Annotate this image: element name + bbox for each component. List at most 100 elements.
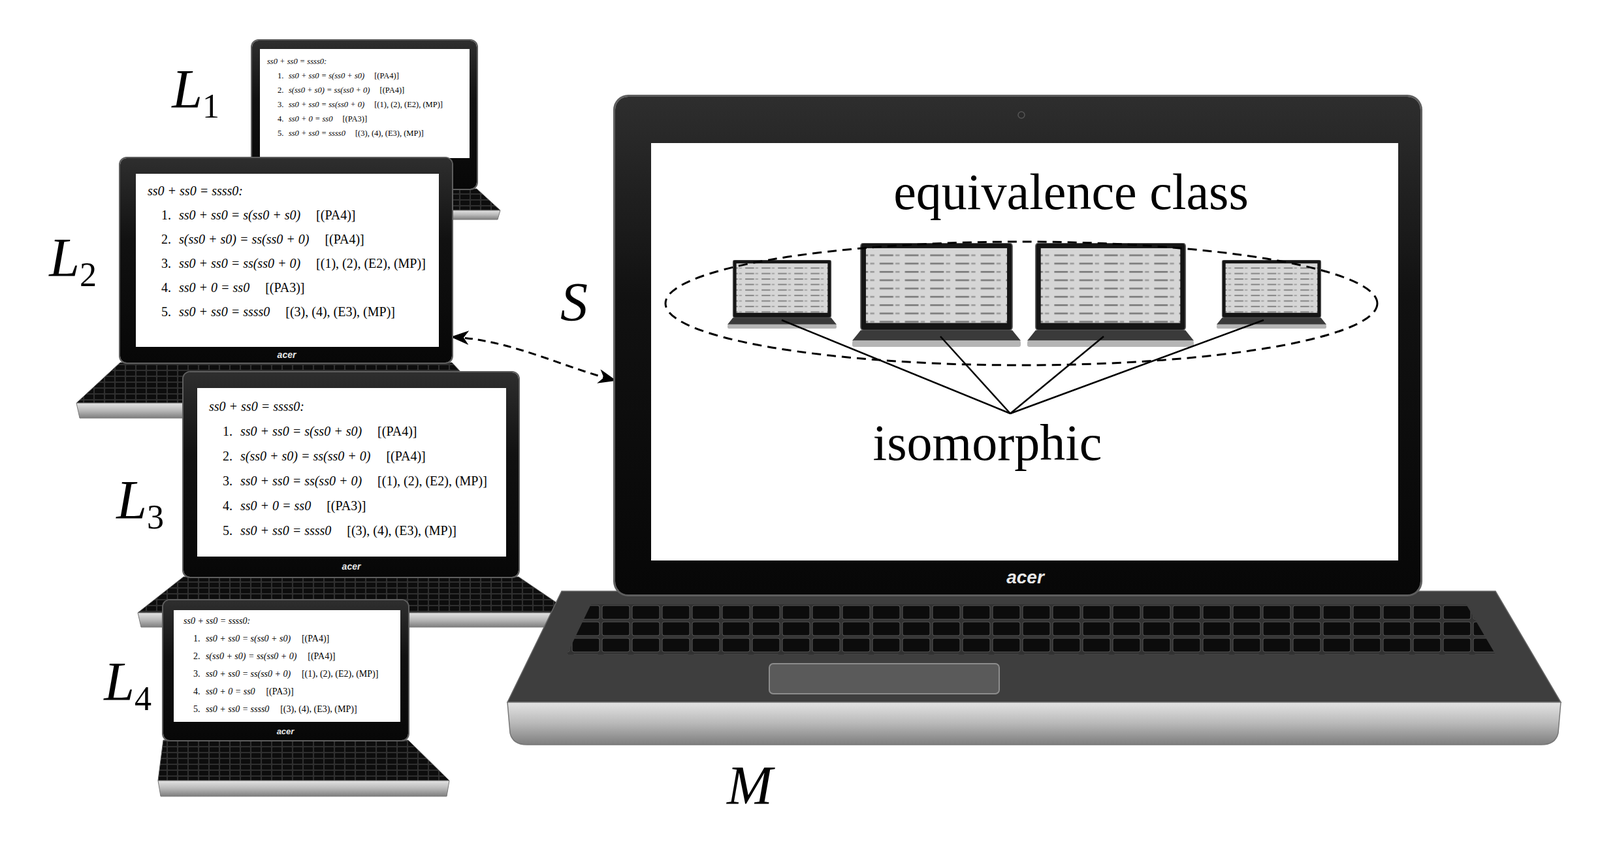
drawing-part (1010, 336, 1104, 414)
proof-step: 2.s(ss0 + s0) = ss(ss0 + 0)[(PA4)] (222, 443, 488, 469)
proof-step: 2.s(ss0 + s0) = ss(ss0 + 0)[(PA4)] (277, 82, 443, 98)
proof-formula: s(ss0 + s0) = ss(ss0 + 0) (178, 227, 309, 252)
proof-step: 3.ss0 + ss0 = ss(ss0 + 0)[(1), (2), (E2)… (161, 251, 426, 276)
justification: [(PA4)] (301, 629, 330, 648)
proof-step: 1.ss0 + ss0 = s(ss0 + s0)[(PA4)] (161, 203, 426, 228)
laptop-label: L2 (48, 230, 97, 286)
proof-goal: ss0 + ss0 = ssss0: (267, 54, 443, 69)
step-number: 3. (222, 468, 233, 494)
proof-text: ss0 + ss0 = ssss0:1. ss0 + ss0 = s(ss0 + … (267, 54, 443, 141)
step-number: 5. (193, 700, 201, 718)
justification: [(PA4)] (316, 203, 356, 228)
isomorphic-label: isomorphic (873, 417, 1103, 469)
equivalence-ellipse: equivalence class (663, 239, 1380, 368)
step-number: 5. (161, 299, 172, 324)
justification: [(PA4)] (374, 68, 400, 83)
proof-step: 5.ss0 + ss0 = ssss0 [(3), (4), (E3), (MP)… (161, 299, 426, 324)
proof-step: 3. ss0 + ss0 = ss(ss0 + 0) [(1), (2), (E2)… (222, 468, 488, 494)
step-number: 4. (193, 682, 201, 701)
step-number: 4. (277, 111, 284, 127)
drawing-part (1010, 320, 1264, 414)
proof-step: 2.s(ss0 + s0) = ss(ss0 + 0) [(PA4)] (193, 647, 379, 665)
laptop-base-m (507, 591, 1561, 745)
proof-formula: ss0 + 0 = ss0 (288, 111, 334, 127)
laptop-label: L4 (103, 654, 152, 710)
laptop-screen: ss0 + ss0 = ssss0:1.ss0 + ss0 = s(ss0 + … (163, 600, 409, 740)
step-number: 4. (222, 493, 233, 518)
ellipse-outline (663, 239, 1380, 368)
proof-formula: ss0 + ss0 = s(ss0 + s0) (288, 68, 365, 83)
mini-laptop (727, 259, 837, 329)
proof-formula: ss0 + ss0 = ss(ss0 + 0) (288, 97, 365, 112)
proof-step: 5. ss0 + ss0 = ssss0 [(3), (4), (E3), (MP)… (277, 126, 443, 141)
justification: [(PA3)] (265, 682, 294, 701)
proof-formula: ss0 + 0 = ss0 (240, 493, 311, 518)
proof-step: 5.ss0 + ss0 = ssss0[(3), (4), (E3), (MP)… (193, 700, 379, 718)
step-number: 3. (161, 251, 172, 276)
drawing-part (158, 739, 450, 781)
drawing-part: 2 (79, 256, 97, 294)
step-number: 2. (222, 443, 233, 469)
proof-step: 3.ss0 + ss0 = ss(ss0 + 0)[(1), (2), (E2)… (193, 664, 379, 683)
step-number: 1. (277, 68, 284, 83)
step-number: 5. (277, 126, 284, 141)
edge-label: S (560, 274, 588, 330)
drawing-part: L (116, 469, 147, 531)
justification: [(PA4)] (377, 418, 417, 444)
proof-step: 4.ss0 + 0 = ss0[(PA3)] (222, 493, 488, 518)
step-number: 1. (222, 418, 233, 444)
proof-formula: ss0 + 0 = ss0 (205, 682, 256, 701)
justification: [(PA3)] (265, 275, 305, 300)
proof-text: ss0 + ss0 = ssss0:1.ss0 + ss0 = s(ss0 + … (183, 611, 379, 718)
step-number: 5. (222, 517, 233, 543)
proof-step: 4.ss0 + 0 = ss0[(PA3)] (161, 275, 426, 300)
step-number: 4. (161, 275, 172, 300)
proof-formula: ss0 + ss0 = ss(ss0 + 0) (178, 251, 301, 276)
drawing-part (507, 591, 1561, 703)
proof-step: 5.ss0 + ss0 = ssss0[(3), (4), (E3), (MP)… (222, 517, 488, 543)
drawing-part: L (171, 58, 203, 120)
brand-logo: acer (277, 350, 297, 360)
proof-step: 1. ss0 + ss0 = s(ss0 + s0) [(PA4)] (277, 68, 443, 83)
proof-goal: ss0 + ss0 = ssss0: (208, 393, 488, 419)
proof-formula: ss0 + ss0 = ssss0 (178, 299, 270, 324)
justification: [(PA4)] (380, 82, 405, 98)
justification: [(3), (4), (E3), (MP)] (355, 126, 424, 141)
proof-formula: ss0 + ss0 = ssss0 (205, 700, 270, 718)
proof-formula: ss0 + ss0 = ss(ss0 + 0) (240, 468, 362, 494)
laptop-screen: ss0 + ss0 = ssss0:1.ss0 + ss0 = s(ss0 + … (120, 158, 452, 363)
brand-logo: acer (342, 561, 362, 571)
drawing-part: L (48, 227, 80, 288)
mini-laptop (1027, 242, 1194, 347)
screen-display: ss0 + ss0 = ssss0:1.ss0 + ss0 = s(ss0 + … (135, 173, 439, 347)
drawing-part: 1 (202, 87, 220, 125)
justification: [(PA4)] (307, 647, 336, 665)
justification: [(PA4)] (324, 227, 364, 252)
proof-formula: ss0 + ss0 = ssss0 (288, 126, 346, 141)
proof-step: 2.s(ss0 + s0) = ss(ss0 + 0)[(PA4)] (161, 227, 426, 252)
screen-display: ss0 + ss0 = ssss0:1. ss0 + ss0 = s(ss0 + … (197, 387, 507, 557)
brand-logo: acer (276, 726, 295, 736)
laptop-label: L1 (171, 62, 220, 117)
justification: [(3), (4), (E3), (MP)] (346, 517, 457, 543)
step-number: 2. (193, 647, 201, 665)
proof-formula: s(ss0 + s0) = ss(ss0 + 0) (205, 647, 298, 665)
step-number: 1. (193, 629, 201, 648)
proof-goal: ss0 + ss0 = ssss0: (147, 178, 426, 204)
drawing-part: M (726, 754, 773, 816)
proof-step: 4.ss0 + 0 = ss0 [(PA3)] (193, 682, 379, 701)
justification: [(1), (2), (E2), (MP)] (374, 97, 443, 112)
class-heading: equivalence class (893, 166, 1249, 218)
brand-logo: acer (1006, 568, 1045, 587)
justification: [(1), (2), (E2), (MP)] (377, 468, 488, 494)
laptop-label: L3 (116, 472, 164, 528)
proof-step: 3.ss0 + ss0 = ss(ss0 + 0)[(1), (2), (E2)… (277, 97, 443, 112)
justification: [(3), (4), (E3), (MP)] (285, 299, 396, 324)
justification: [(PA4)] (385, 443, 426, 469)
proof-formula: ss0 + ss0 = s(ss0 + s0) (240, 418, 362, 444)
drawing-part (158, 780, 450, 797)
proof-step: 1. ss0 + ss0 = s(ss0 + s0) [(PA4)] (222, 418, 488, 444)
justification: [(PA3)] (342, 111, 368, 127)
dashed-ellipse (665, 241, 1378, 366)
